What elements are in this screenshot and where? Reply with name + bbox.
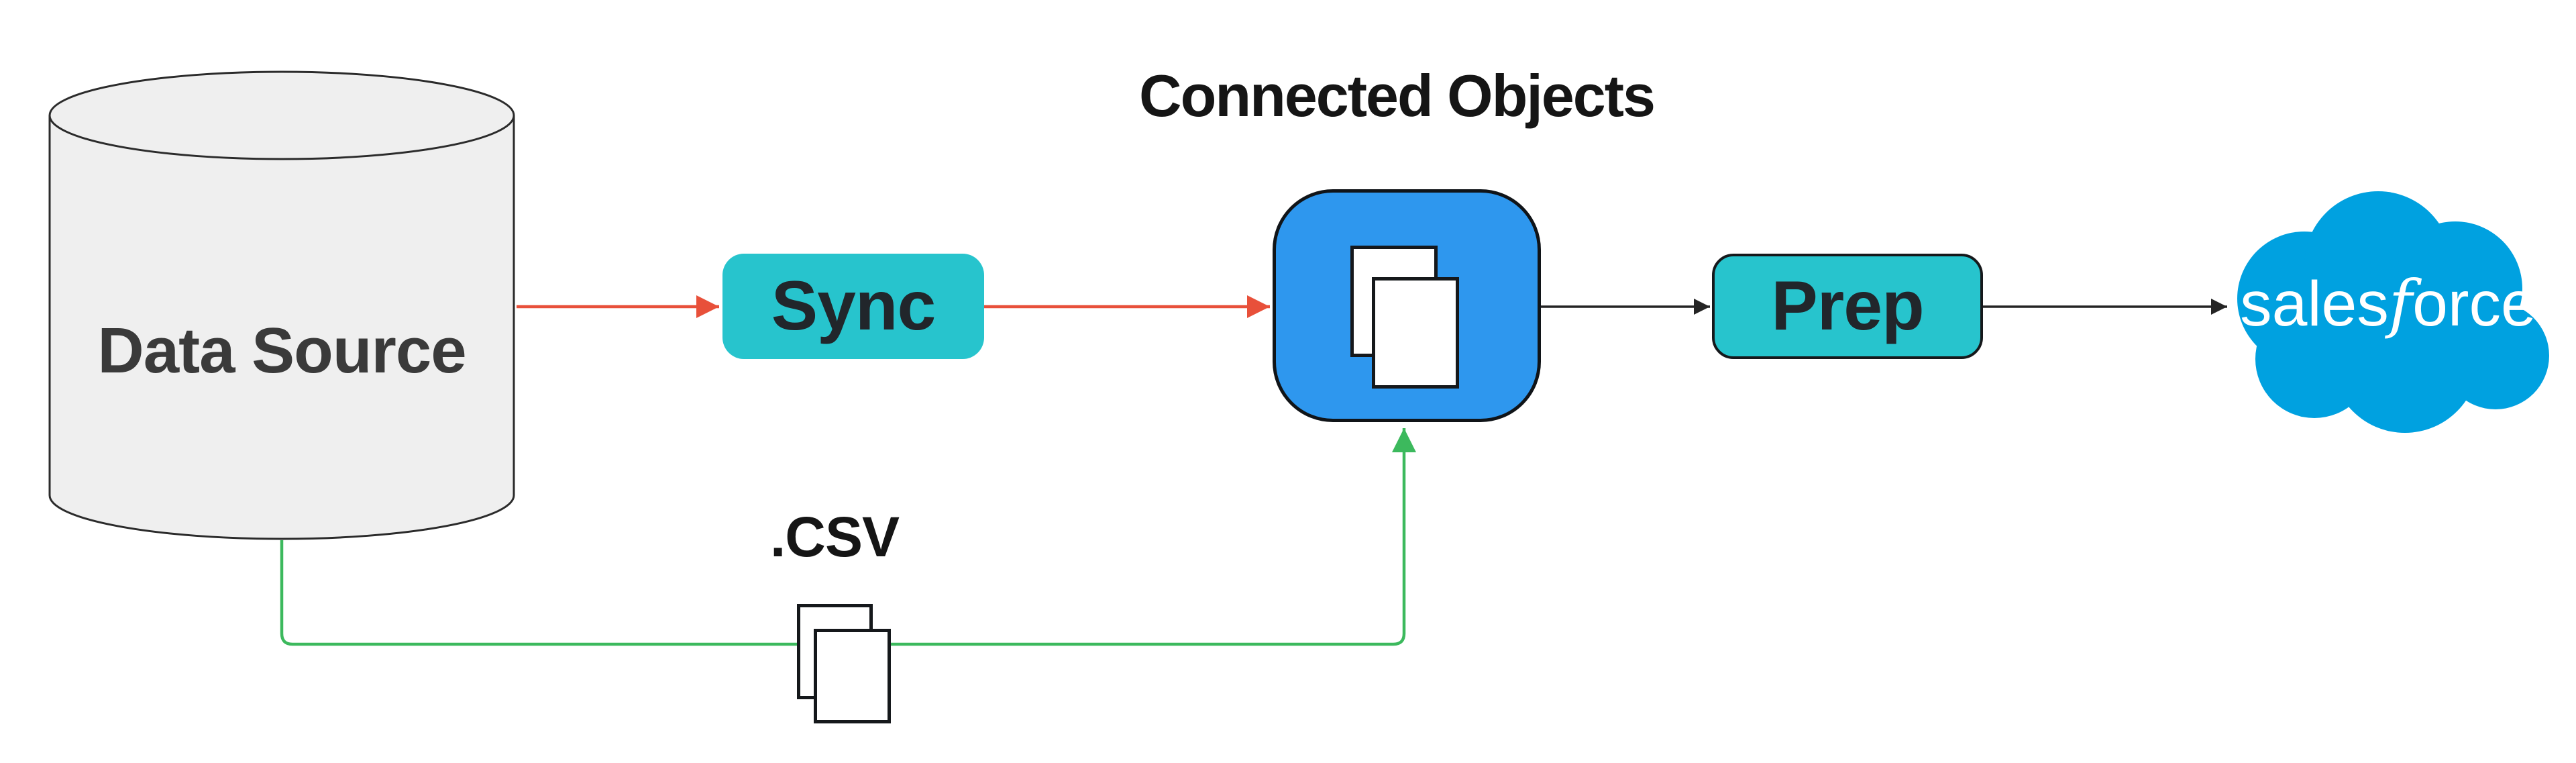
- salesforce-logo: salesforce: [2224, 188, 2553, 443]
- csv-document-icon: [814, 629, 891, 723]
- csv-label: .CSV: [769, 505, 900, 568]
- salesforce-wordmark-suffix: orce: [2412, 268, 2536, 340]
- prep-button[interactable]: Prep: [1712, 254, 1983, 359]
- page-title: Connected Objects: [1139, 62, 1656, 129]
- sync-button[interactable]: Sync: [722, 254, 984, 359]
- sync-button-label: Sync: [771, 267, 936, 345]
- document-icon: [1372, 277, 1459, 389]
- salesforce-wordmark: salesforce: [2224, 267, 2553, 341]
- cylinder-top: [48, 70, 515, 160]
- salesforce-cloud-icon: [2237, 191, 2549, 433]
- salesforce-wordmark-f: f: [2388, 267, 2413, 341]
- salesforce-wordmark-prefix: sales: [2240, 268, 2389, 340]
- cylinder-body: [48, 115, 515, 540]
- data-source-cylinder: [48, 70, 515, 540]
- data-source-label: Data Source: [97, 315, 466, 387]
- prep-button-label: Prep: [1771, 267, 1924, 345]
